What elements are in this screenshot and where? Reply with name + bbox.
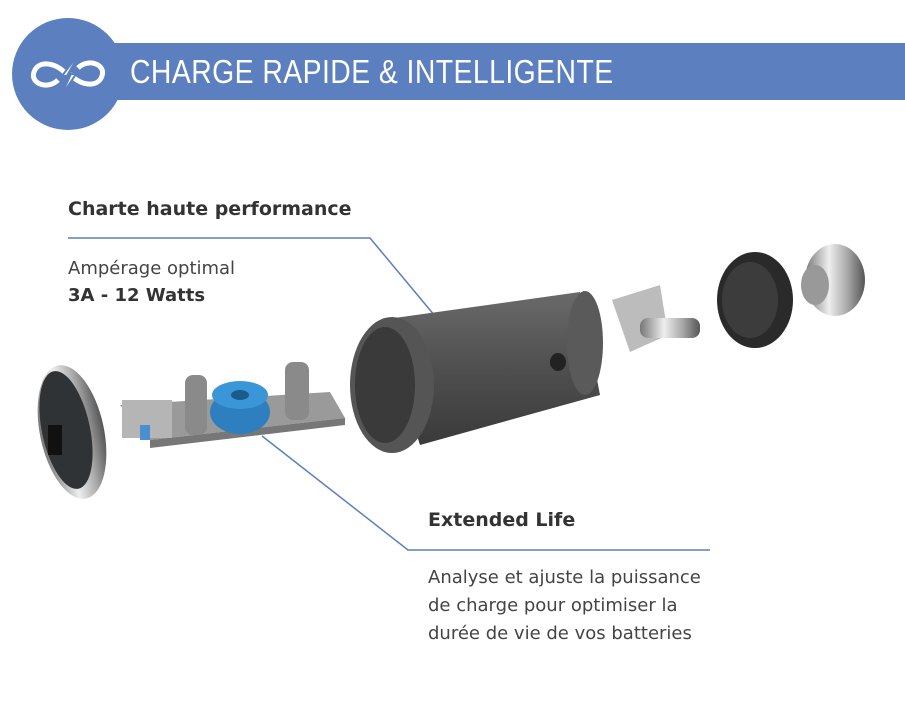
metal-tip-part (801, 244, 865, 316)
front-cap-part (37, 365, 107, 499)
performance-title: Charte haute performance (68, 198, 352, 220)
logo-badge (12, 18, 124, 130)
page-title: CHARGE RAPIDE & INTELLIGENTE (130, 53, 614, 90)
spring-contact-part (612, 285, 700, 352)
life-line1: Analyse et ajuste la puissance (428, 567, 701, 588)
header-banner (100, 43, 905, 100)
performance-line2: 3A - 12 Watts (68, 285, 206, 306)
performance-line1: Ampérage optimal (68, 258, 236, 279)
life-line2: de charge pour optimiser la (428, 595, 678, 616)
leader-line-life (261, 435, 710, 551)
life-title: Extended Life (428, 509, 576, 531)
infinity-lightning-icon (30, 59, 106, 99)
gasket-part (717, 252, 793, 348)
circuit-board-part (120, 362, 345, 448)
life-line3: durée de vie de vos batteries (428, 623, 692, 644)
housing-body-part (350, 291, 603, 453)
leader-line-performance (68, 237, 441, 323)
